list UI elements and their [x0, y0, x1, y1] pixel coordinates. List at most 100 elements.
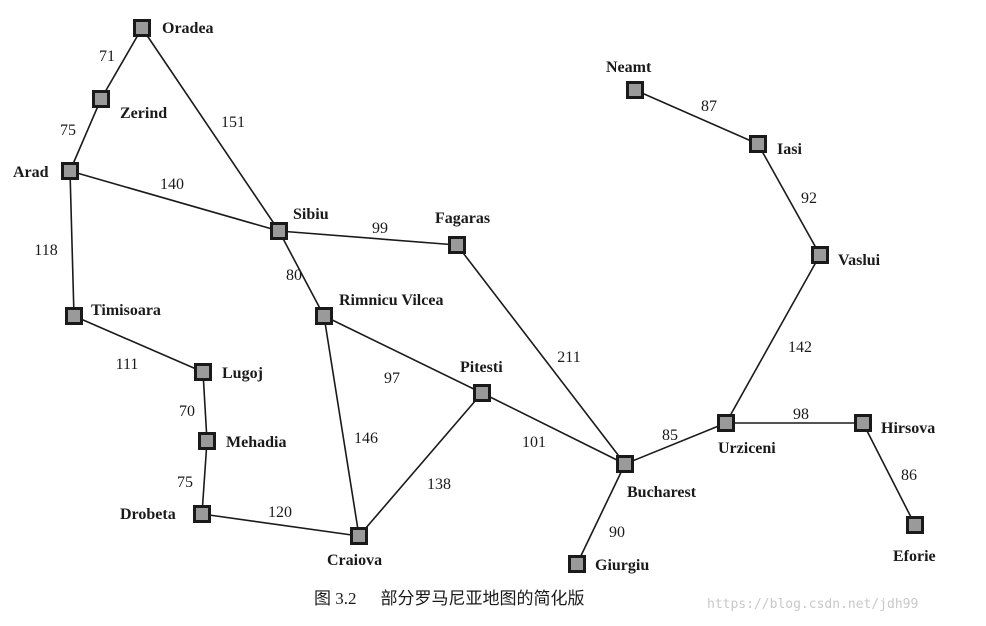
distance-label-drobeta-craiova: 120 [268, 504, 292, 521]
city-node-craiova [350, 527, 368, 545]
city-marker-fill [273, 225, 285, 237]
city-labels-layer: OradeaZerindAradTimisoaraLugojMehadiaDro… [13, 20, 936, 574]
city-node-fagaras [448, 236, 466, 254]
road-mehadia-drobeta [201, 440, 208, 515]
city-label-arad: Arad [13, 164, 49, 181]
city-marker-fill [136, 22, 148, 34]
city-node-iasi [749, 135, 767, 153]
roads-layer [69, 27, 916, 565]
city-node-arad [61, 162, 79, 180]
road-drobeta-craiova [201, 513, 360, 537]
city-node-urziceni [717, 414, 735, 432]
city-label-hirsova: Hirsova [881, 420, 935, 437]
distance-label-vaslui-iasi: 92 [801, 190, 817, 207]
city-label-eforie: Eforie [893, 548, 936, 565]
distance-label-sibiu-rimnicu: 80 [286, 267, 302, 284]
city-label-rimnicu: Rimnicu Vilcea [339, 292, 443, 309]
city-label-craiova: Craiova [327, 552, 382, 569]
road-fagaras-bucharest [456, 244, 626, 465]
distance-label-zerind-arad: 75 [60, 122, 76, 139]
city-label-vaslui: Vaslui [838, 252, 881, 269]
city-node-pitesti [473, 384, 491, 402]
distance-label-bucharest-urziceni: 85 [662, 427, 678, 444]
city-marker-fill [451, 239, 463, 251]
distance-label-rimnicu-craiova: 146 [354, 430, 378, 447]
figure-number: 图 3.2 [314, 589, 357, 608]
city-node-rimnicu [315, 307, 333, 325]
distance-label-fagaras-bucharest: 211 [557, 349, 580, 366]
city-marker-fill [196, 508, 208, 520]
distance-label-rimnicu-pitesti: 97 [384, 370, 400, 387]
city-marker-fill [353, 530, 365, 542]
distance-label-urziceni-vaslui: 142 [788, 339, 812, 356]
city-label-timisoara: Timisoara [91, 302, 161, 319]
distance-label-arad-sibiu: 140 [160, 176, 184, 193]
distance-label-arad-timisoara: 118 [34, 242, 57, 259]
city-marker-fill [814, 249, 826, 261]
city-label-mehadia: Mehadia [226, 434, 286, 451]
city-label-fagaras: Fagaras [435, 210, 490, 227]
distance-label-craiova-pitesti: 138 [427, 476, 451, 493]
road-bucharest-giurgiu [576, 463, 626, 565]
road-pitesti-bucharest [481, 392, 626, 465]
road-timisoara-lugoj [73, 315, 204, 373]
distance-label-pitesti-bucharest: 101 [522, 434, 546, 451]
city-label-bucharest: Bucharest [627, 484, 697, 501]
city-marker-fill [318, 310, 330, 322]
city-marker-fill [197, 366, 209, 378]
city-marker-fill [619, 458, 631, 470]
city-marker-fill [857, 417, 869, 429]
distance-label-bucharest-giurgiu: 90 [609, 524, 625, 541]
road-iasi-neamt [634, 89, 759, 145]
city-node-hirsova [854, 414, 872, 432]
distance-label-mehadia-drobeta: 75 [177, 474, 193, 491]
city-label-sibiu: Sibiu [293, 206, 329, 223]
road-oradea-sibiu [141, 27, 280, 232]
city-label-oradea: Oradea [162, 20, 214, 37]
city-node-lugoj [194, 363, 212, 381]
city-node-sibiu [270, 222, 288, 240]
city-marker-fill [629, 84, 641, 96]
city-marker-fill [64, 165, 76, 177]
road-craiova-pitesti [358, 392, 483, 537]
city-node-zerind [92, 90, 110, 108]
city-marker-fill [752, 138, 764, 150]
city-node-drobeta [193, 505, 211, 523]
distance-label-hirsova-eforie: 86 [901, 467, 917, 484]
city-marker-fill [68, 310, 80, 322]
distance-label-iasi-neamt: 87 [701, 98, 717, 115]
city-node-mehadia [198, 432, 216, 450]
distance-label-timisoara-lugoj: 111 [116, 356, 139, 373]
city-node-eforie [906, 516, 924, 534]
road-zerind-arad [69, 98, 102, 172]
city-node-neamt [626, 81, 644, 99]
city-label-pitesti: Pitesti [460, 359, 503, 376]
road-sibiu-rimnicu [278, 230, 325, 317]
distance-label-sibiu-fagaras: 99 [372, 220, 388, 237]
city-node-giurgiu [568, 555, 586, 573]
distance-label-oradea-sibiu: 151 [221, 114, 245, 131]
road-hirsova-eforie [862, 422, 916, 526]
city-marker-fill [571, 558, 583, 570]
road-arad-timisoara [69, 170, 75, 317]
road-vaslui-iasi [757, 143, 821, 256]
city-marker-fill [95, 93, 107, 105]
city-marker-fill [201, 435, 213, 447]
road-rimnicu-craiova [323, 315, 360, 537]
city-marker-fill [720, 417, 732, 429]
watermark: https://blog.csdn.net/jdh99 [707, 597, 919, 612]
caption-text: 部分罗马尼亚地图的简化版 [380, 589, 585, 608]
road-bucharest-urziceni [624, 422, 727, 465]
city-label-lugoj: Lugoj [222, 365, 263, 382]
city-label-iasi: Iasi [777, 141, 802, 158]
distance-label-urziceni-hirsova: 98 [793, 406, 809, 423]
city-node-timisoara [65, 307, 83, 325]
city-marker-fill [909, 519, 921, 531]
road-arad-sibiu [69, 170, 280, 232]
road-oradea-zerind [100, 27, 143, 100]
city-label-zerind: Zerind [120, 105, 167, 122]
city-node-oradea [133, 19, 151, 37]
distance-label-lugoj-mehadia: 70 [179, 403, 195, 420]
road-lugoj-mehadia [202, 371, 208, 442]
